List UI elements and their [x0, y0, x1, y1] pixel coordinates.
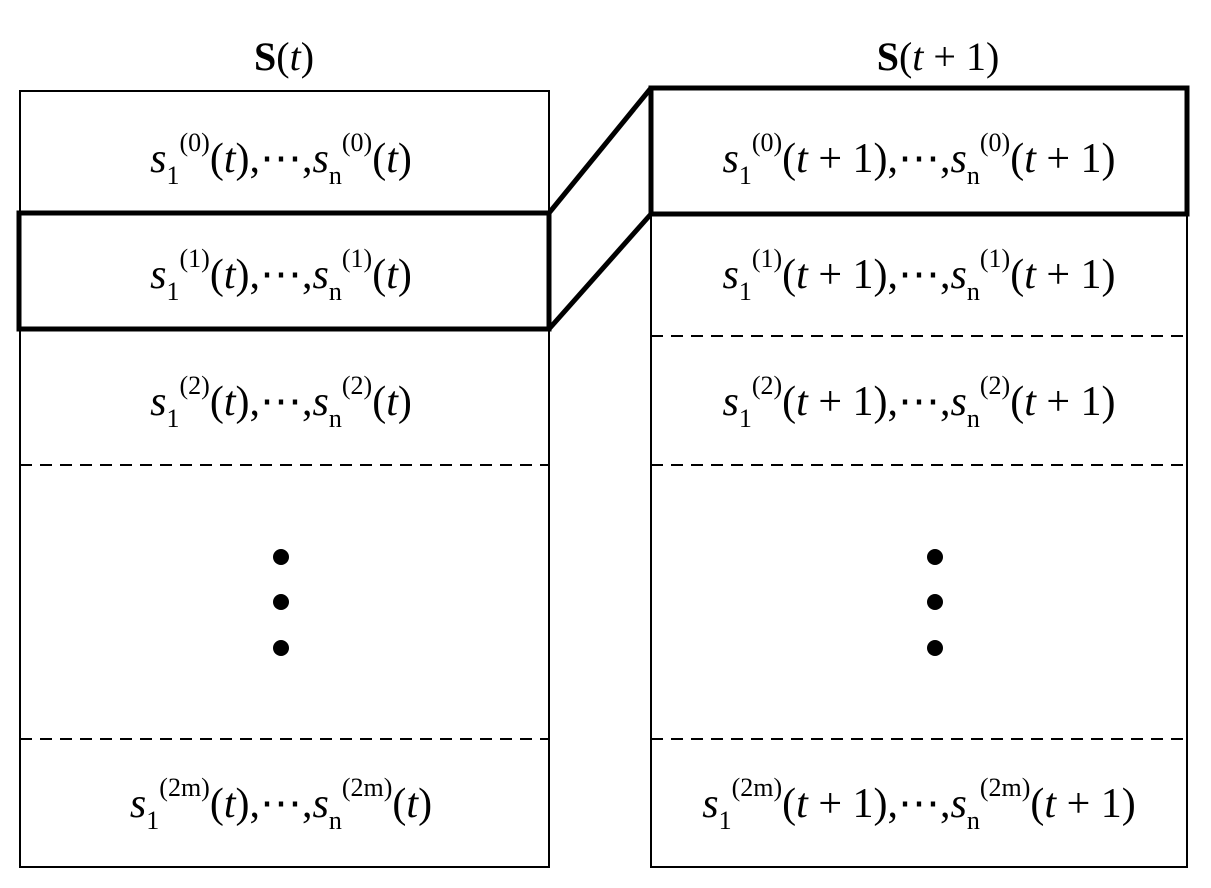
left-stack-frame [19, 90, 550, 868]
ellipsis-dot [927, 640, 943, 656]
left-row-1-formula: s1(1)(t),⋯,sn(1)(t) [150, 244, 412, 306]
ellipsis-dot [273, 594, 289, 610]
ellipsis-dot [273, 549, 289, 565]
ellipsis-dot [927, 594, 943, 610]
shift-connector-bottom [547, 212, 653, 331]
left-row-2-formula: s1(2)(t),⋯,sn(2)(t) [150, 371, 412, 433]
right-row-2-formula: s1(2)(t + 1),⋯,sn(2)(t + 1) [722, 371, 1115, 433]
right-stack-title: S(t + 1) [877, 34, 1000, 79]
right-row-1-formula: s1(1)(t + 1),⋯,sn(1)(t + 1) [722, 244, 1115, 306]
left-highlighted-row [16, 210, 552, 332]
shift-connector-top [547, 86, 653, 215]
right-row-2m-formula: s1(2m)(t + 1),⋯,sn(2m)(t + 1) [702, 773, 1136, 835]
right-row-0-formula: s1(0)(t + 1),⋯,sn(0)(t + 1) [722, 128, 1115, 190]
ellipsis-dot [273, 640, 289, 656]
ellipsis-dot [927, 549, 943, 565]
left-row-0-formula: s1(0)(t),⋯,sn(0)(t) [150, 128, 412, 190]
left-stack-title: S(t) [254, 34, 314, 79]
left-row-2m-formula: s1(2m)(t),⋯,sn(2m)(t) [130, 773, 432, 835]
right-stack-frame [650, 87, 1188, 868]
right-highlighted-row [648, 85, 1190, 217]
